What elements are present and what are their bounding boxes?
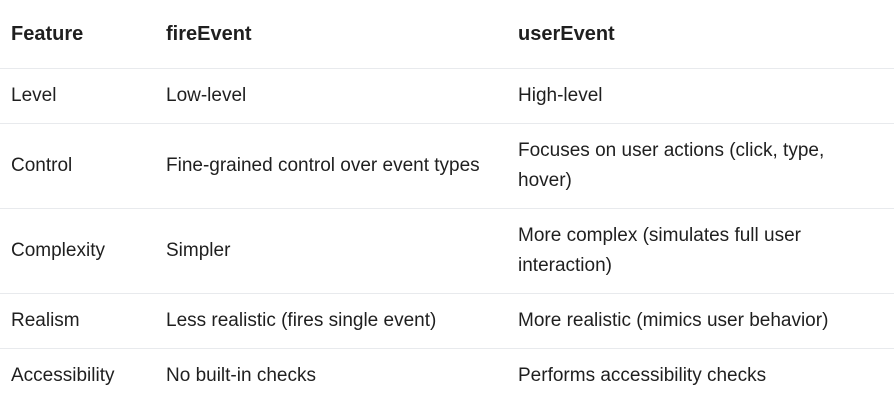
cell-feature: Control xyxy=(0,124,155,209)
cell-fireevent: Fine-grained control over event types xyxy=(155,124,507,209)
header-feature: Feature xyxy=(0,0,155,69)
cell-text: Fine-grained control over event types xyxy=(166,155,480,176)
cell-feature: Accessibility xyxy=(0,349,155,403)
cell-text: Simpler xyxy=(166,240,231,261)
cell-text: Less realistic (fires single event) xyxy=(166,310,437,331)
cell-userevent: More realistic (mimics user behavior) xyxy=(507,294,894,349)
cell-userevent: Focuses on user actions (click, type, ho… xyxy=(507,124,894,209)
table-row: Control Fine-grained control over event … xyxy=(0,124,894,209)
cell-text: Level xyxy=(11,85,57,106)
header-fireevent: fireEvent xyxy=(155,0,507,69)
cell-userevent: Performs accessibility checks xyxy=(507,349,894,403)
header-userevent: userEvent xyxy=(507,0,894,69)
cell-text: Complexity xyxy=(11,240,105,261)
cell-text: More complex (simulates full user intera… xyxy=(518,225,801,276)
cell-text: Control xyxy=(11,155,73,176)
cell-userevent: More complex (simulates full user intera… xyxy=(507,209,894,294)
table-row: Level Low-level High-level xyxy=(0,69,894,124)
cell-fireevent: Simpler xyxy=(155,209,507,294)
cell-text: More realistic (mimics user behavior) xyxy=(518,310,829,331)
table-row: Complexity Simpler More complex (simulat… xyxy=(0,209,894,294)
cell-feature: Complexity xyxy=(0,209,155,294)
cell-text: Focuses on user actions (click, type, ho… xyxy=(518,140,825,191)
cell-text: Accessibility xyxy=(11,365,115,386)
cell-feature: Level xyxy=(0,69,155,124)
cell-text: Realism xyxy=(11,310,80,331)
cell-text: Low-level xyxy=(166,85,247,106)
cell-fireevent: Low-level xyxy=(155,69,507,124)
cell-feature: Realism xyxy=(0,294,155,349)
table-row: Realism Less realistic (fires single eve… xyxy=(0,294,894,349)
cell-userevent: High-level xyxy=(507,69,894,124)
cell-fireevent: Less realistic (fires single event) xyxy=(155,294,507,349)
cell-text: No built-in checks xyxy=(166,365,316,386)
table-header-row: Feature fireEvent userEvent xyxy=(0,0,894,69)
cell-text: Performs accessibility checks xyxy=(518,365,767,386)
table-row: Accessibility No built-in checks Perform… xyxy=(0,349,894,403)
cell-fireevent: No built-in checks xyxy=(155,349,507,403)
cell-text: High-level xyxy=(518,85,603,106)
